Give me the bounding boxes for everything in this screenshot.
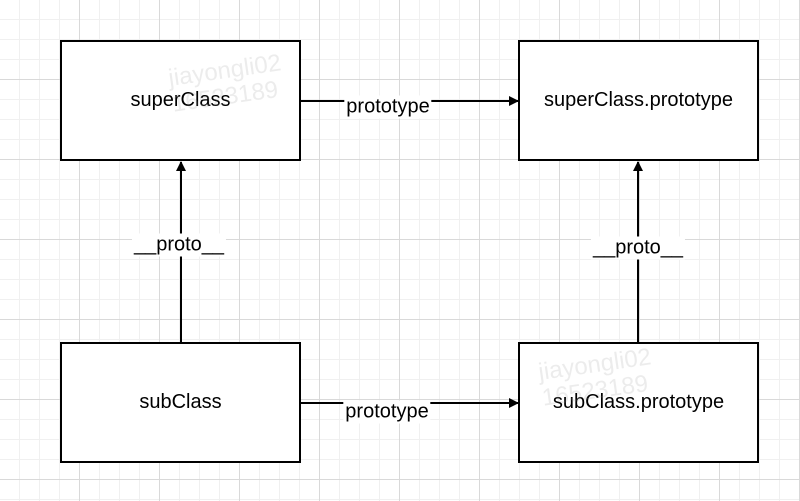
edge-label-sub-prototype: prototype [343, 400, 431, 424]
edge-label-subproto-proto: __proto__ [590, 236, 686, 260]
node-superclass[interactable]: superClass [60, 40, 301, 161]
node-subclass-prototype[interactable]: subClass.prototype [518, 342, 759, 463]
node-subclass[interactable]: subClass [60, 342, 301, 463]
edge-label-sub-proto: __proto__ [131, 233, 227, 257]
node-subclass-prototype-label: subClass.prototype [552, 391, 725, 413]
node-superclass-label: superClass [130, 89, 231, 111]
node-subclass-label: subClass [139, 391, 222, 413]
node-superclass-prototype-label: superClass.prototype [544, 89, 733, 111]
node-superclass-prototype[interactable]: superClass.prototype [518, 40, 759, 161]
edge-label-super-prototype: prototype [344, 95, 432, 119]
